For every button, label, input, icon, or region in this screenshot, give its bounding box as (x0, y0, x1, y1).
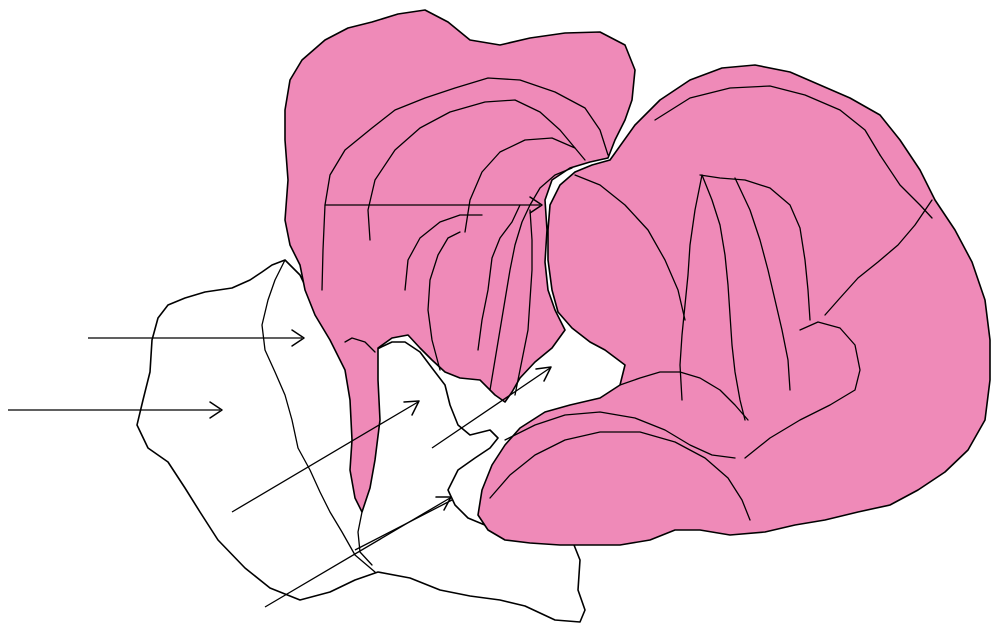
anatomy-diagram (0, 0, 995, 631)
